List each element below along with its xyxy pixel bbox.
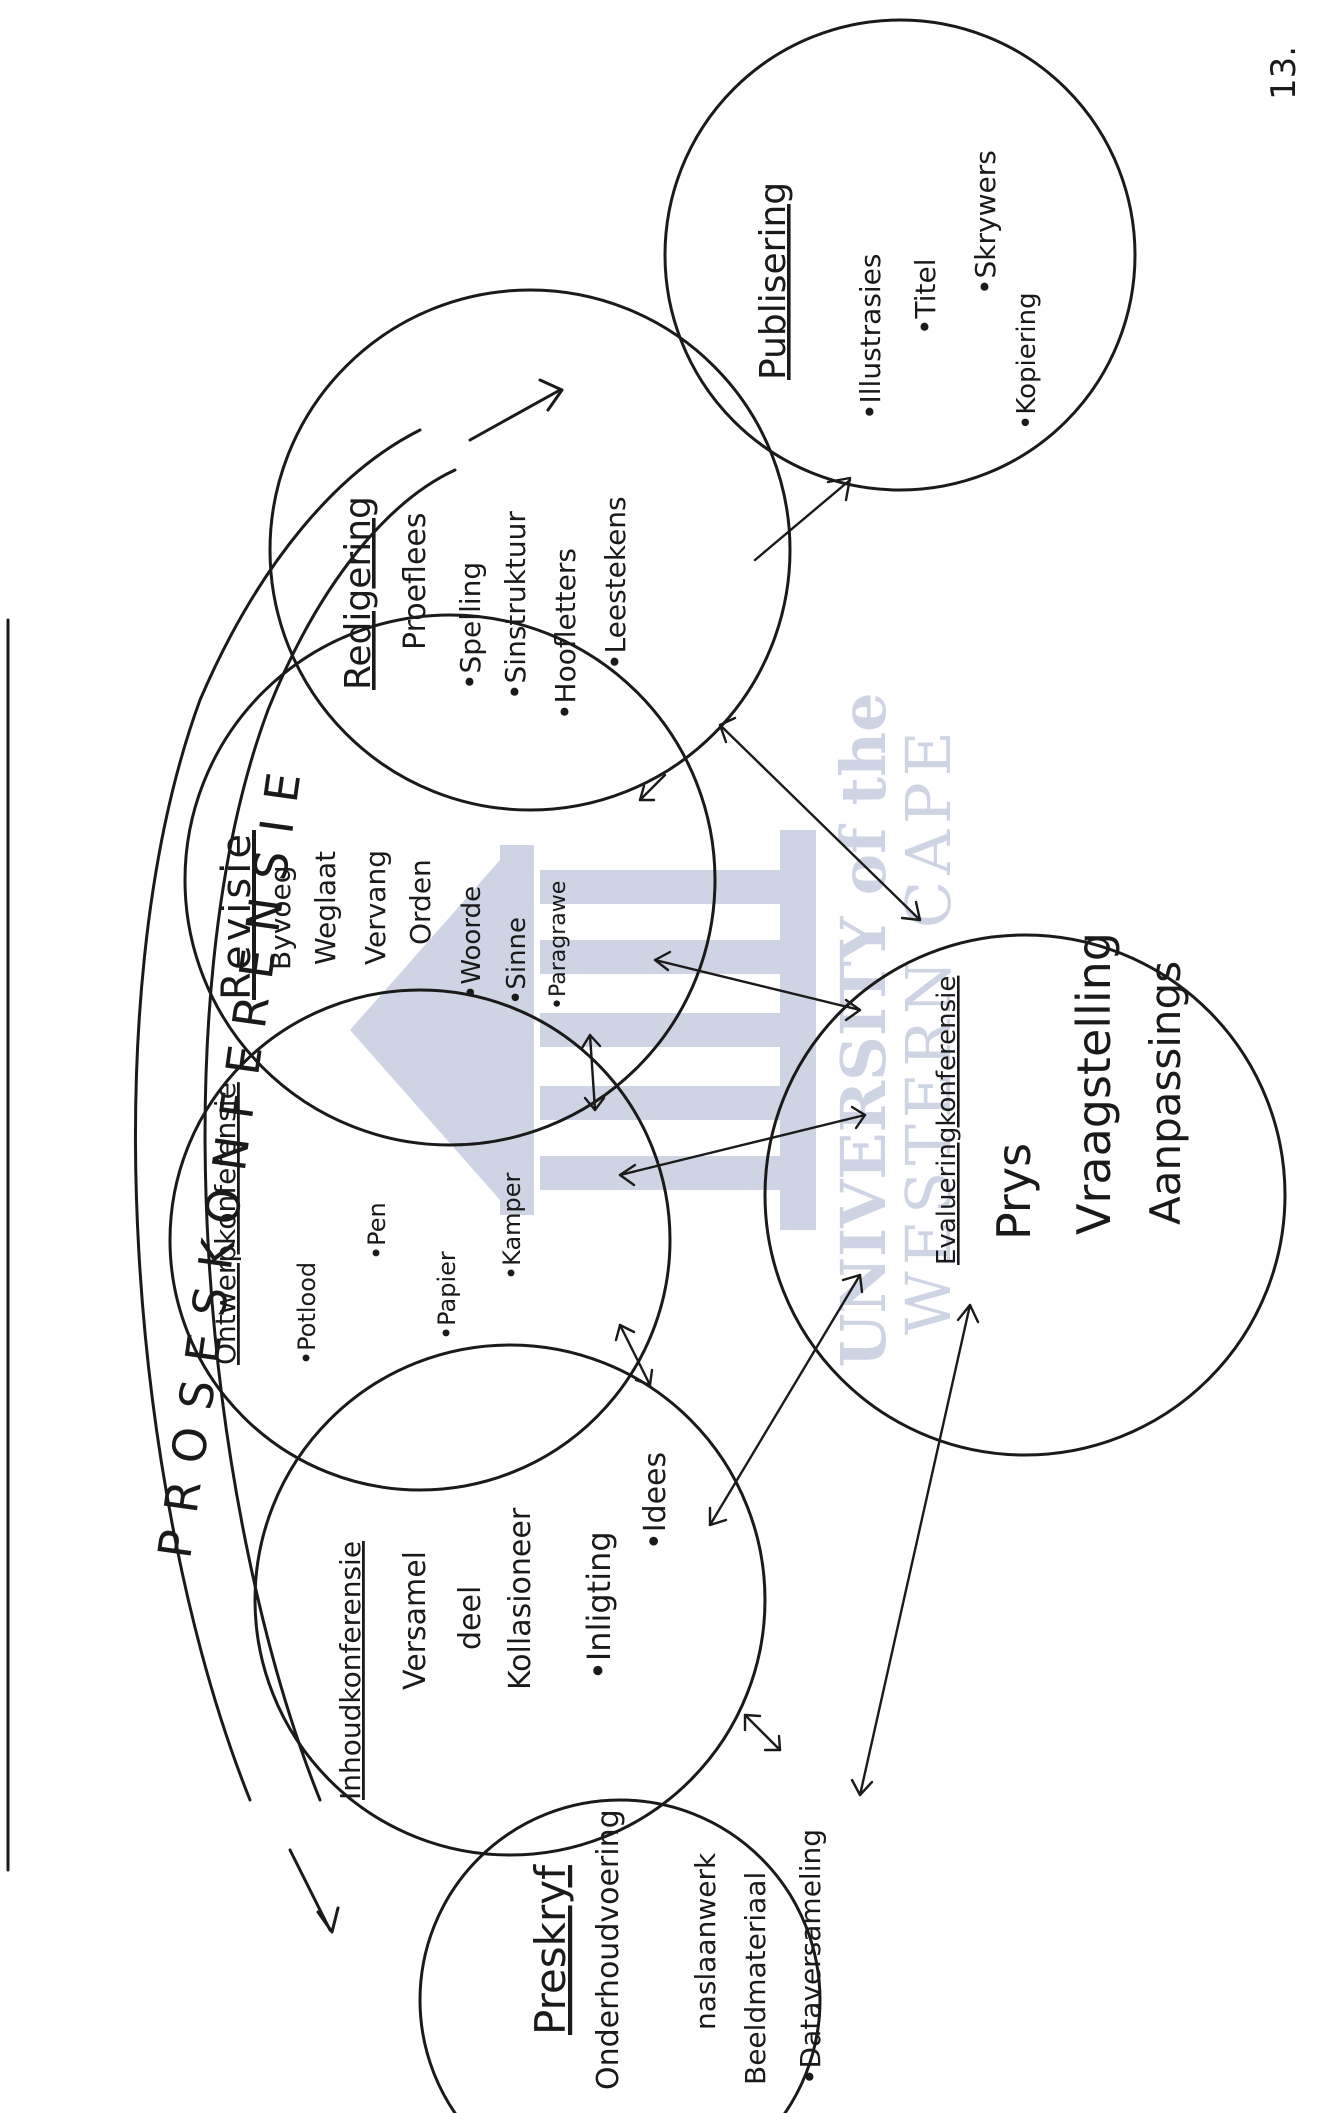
redigering-item-5: •Leestekens	[599, 496, 632, 670]
ontwerp-title: Ontwerpkonferensie	[209, 1082, 242, 1365]
redigering-item-2: •Spelling	[454, 562, 487, 690]
stage-evaluering: Evalueringkonferensie Prys Vraagstelling…	[932, 932, 1190, 1265]
inhoud-item-3: Kollasioneer	[503, 1507, 538, 1690]
preskryf-item-3: Beeldmateriaal	[739, 1872, 772, 2085]
preskryf-item-1: Onderhoudvoering	[591, 1809, 626, 2090]
preskryf-item-4: •Dataversameling	[794, 1829, 827, 2085]
inhoud-item-4: •Inligting	[580, 1531, 618, 1680]
publisering-circle	[663, 18, 1137, 492]
revisie-item-2: Weglaat	[309, 851, 342, 965]
revisie-item-7: •Paragrawe	[546, 881, 571, 1010]
inhoud-item-5: •Idees	[638, 1452, 673, 1550]
stage-redigering: Redigering Proeflees •Spelling •Sinstruk…	[338, 496, 632, 720]
revisie-item-6: •Sinne	[502, 917, 532, 1005]
revisie-item-4: Orden	[404, 859, 437, 945]
revisie-item-1: Byvoeg	[264, 866, 297, 970]
evaluering-item-2: Vraagstelling	[1067, 932, 1121, 1235]
publisering-title: Publisering	[753, 182, 794, 380]
ontwerp-item-3: •Papier	[433, 1251, 461, 1340]
ontwerp-circle	[168, 988, 672, 1492]
stage-revisie: Revisie Byvoeg Weglaat Vervang Orden •Wo…	[214, 830, 571, 1010]
redigering-item-4: •Hoofletters	[549, 548, 582, 720]
inhoud-title: Inhoudkonferensie	[334, 1541, 367, 1800]
publisering-item-2: •Titel	[909, 258, 942, 335]
evaluering-item-1: Prys	[987, 1143, 1041, 1240]
redigering-circle	[268, 288, 792, 812]
preskryf-title: Preskryf	[526, 1864, 575, 2035]
inhoud-circle	[253, 1343, 767, 1857]
preskryf-item-2: naslaanwerk	[689, 1852, 722, 2030]
ontwerp-item-2: •Pen	[363, 1202, 391, 1260]
evaluering-circle	[763, 933, 1287, 1457]
redigering-item-3: •Sinstruktuur	[499, 511, 532, 700]
watermark-line-2: WESTERN CAPE	[892, 725, 965, 1335]
publisering-item-3: •Skrywers	[969, 150, 1002, 295]
stage-publisering: Publisering •Illustrasies •Titel •Skrywe…	[753, 150, 1042, 430]
redigering-item-1: Proeflees	[398, 513, 433, 651]
redigering-title: Redigering	[338, 496, 379, 690]
publisering-item-1: •Illustrasies	[854, 254, 887, 421]
ontwerp-item-1: •Potlood	[293, 1262, 321, 1365]
stage-inhoud: Inhoudkonferensie Versamel deel Kollasio…	[334, 1452, 673, 1800]
ontwerp-item-4: •Kamper	[498, 1172, 526, 1280]
revisie-item-3: Vervang	[359, 850, 392, 965]
inhoud-item-1: Versamel	[398, 1551, 433, 1690]
watermark-line-1: UNIVERSITY of the	[827, 692, 900, 1367]
stage-ontwerp: Ontwerpkonferensie •Potlood •Pen •Papier…	[209, 1082, 526, 1365]
evaluering-title: Evalueringkonferensie	[932, 976, 962, 1265]
revisie-title: Revisie	[214, 830, 260, 1000]
inhoud-item-2: deel	[453, 1586, 488, 1650]
connector-arrows	[580, 476, 980, 1797]
revisie-item-5: •Woorde	[457, 886, 487, 1000]
page-number: 13.	[1264, 46, 1304, 100]
revisie-circle	[183, 613, 717, 1147]
publisering-item-4: •Kopiering	[1012, 292, 1042, 430]
preskryf-circle	[418, 1798, 822, 2113]
stage-preskryf: Preskryf Onderhoudvoering naslaanwerk Be…	[526, 1809, 827, 2090]
evaluering-item-3: Aanpassings	[1141, 961, 1190, 1225]
